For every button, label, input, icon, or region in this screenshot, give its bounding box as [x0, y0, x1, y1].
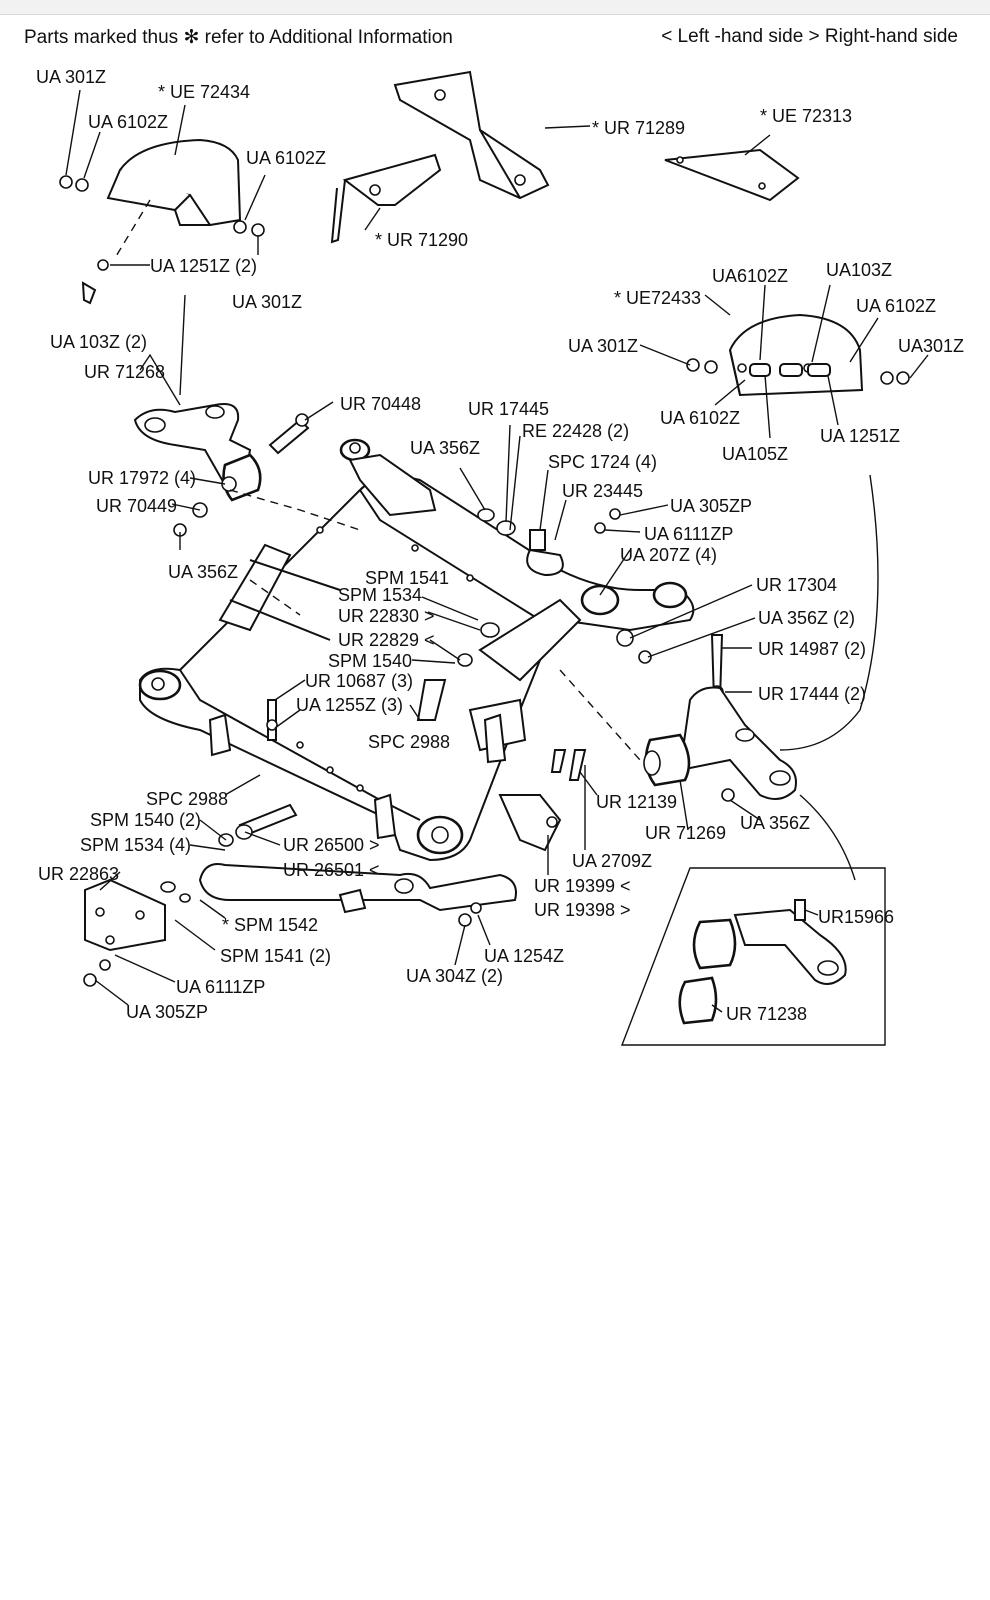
label-ua301z-1: UA 301Z: [36, 67, 106, 87]
label-ua6102z-5: UA 6102Z: [660, 408, 740, 428]
label-ua1251z-2: UA 1251Z (2): [150, 256, 257, 276]
label-ur71290: * UR 71290: [375, 230, 468, 250]
label-ua6111zp-2: UA 6111ZP: [176, 977, 265, 997]
label-ua105z: UA105Z: [722, 444, 788, 464]
inset-detail-box: [620, 867, 886, 1046]
cover-bracket-right: [686, 313, 910, 397]
label-ua6102z-3: UA6102Z: [712, 266, 788, 286]
lower-arm-right: [550, 686, 797, 802]
label-ur19399: UR 19399 <: [534, 876, 631, 896]
label-ua6102z-4: UA 6102Z: [856, 296, 936, 316]
label-ur71269: UR 71269: [645, 823, 726, 843]
label-ua1254z: UA 1254Z: [484, 946, 564, 966]
label-ur71238: UR 71238: [726, 1004, 807, 1024]
label-ua305zp-2: UA 305ZP: [126, 1002, 208, 1022]
label-ua1251z: UA 1251Z: [820, 426, 900, 446]
label-spm1534: SPM 1534: [338, 585, 422, 605]
label-ua103z: UA103Z: [826, 260, 892, 280]
label-ua1255z: UA 1255Z (3): [296, 695, 403, 715]
additional-info-note: Parts marked thus ✻ refer to Additional …: [24, 27, 453, 48]
label-ua356z-4: UA 356Z: [740, 813, 810, 833]
bracket-ur22863: [83, 878, 191, 987]
label-ur70449: UR 70449: [96, 496, 177, 516]
leader-lines: [65, 89, 929, 1013]
label-spm1534-4: SPM 1534 (4): [80, 835, 191, 855]
label-ua304z: UA 304Z (2): [406, 966, 503, 986]
label-ue72433: * UE72433: [614, 288, 701, 308]
label-ua2709z: UA 2709Z: [572, 851, 652, 871]
label-ur17444: UR 17444 (2): [758, 684, 866, 704]
label-spm1541: SPM 1541: [365, 568, 449, 588]
label-ua356z-3: UA 356Z (2): [758, 608, 855, 628]
label-ur22830: UR 22830 >: [338, 606, 435, 626]
label-spc1724: SPC 1724 (4): [548, 452, 657, 472]
top-bar: [0, 0, 990, 15]
label-ua207z: UA 207Z (4): [620, 545, 717, 565]
side-legend: < Left -hand side > Right-hand side: [661, 26, 958, 47]
parts-diagram: UA 301Z * UE 72434 UA 6102Z UA 6102Z UA …: [36, 67, 964, 1046]
label-spm1540: SPM 1540: [328, 651, 412, 671]
label-spm1541-2: SPM 1541 (2): [220, 946, 331, 966]
label-ua356z-1: UA 356Z: [410, 438, 480, 458]
bolt-ur70448: [268, 413, 310, 455]
label-ua301z-3: UA 301Z: [568, 336, 638, 356]
diagram-header: Parts marked thus ✻ refer to Additional …: [0, 26, 990, 52]
part-labels: UA 301Z * UE 72434 UA 6102Z UA 6102Z UA …: [36, 67, 964, 1024]
label-ur19398: UR 19398 >: [534, 900, 631, 920]
connector-arc-left: [179, 294, 186, 396]
label-ua6102z-1: UA 6102Z: [88, 112, 168, 132]
label-ur10687: UR 10687 (3): [305, 671, 413, 691]
label-ua356z-2: UA 356Z: [168, 562, 238, 582]
label-ua6111zp-1: UA 6111ZP: [644, 524, 733, 544]
label-spc2988-2: SPC 2988: [146, 789, 228, 809]
mount-bracket-centre: [330, 70, 550, 244]
label-ur17304: UR 17304: [756, 575, 837, 595]
label-ue72434: * UE 72434: [158, 82, 250, 102]
label-ur17972: UR 17972 (4): [88, 468, 196, 488]
label-ua301z-4: UA301Z: [898, 336, 964, 356]
label-ur71289: * UR 71289: [592, 118, 685, 138]
label-re22428: RE 22428 (2): [522, 421, 629, 441]
lower-tie-bar: [198, 794, 562, 927]
label-ur12139: UR 12139: [596, 792, 677, 812]
label-ur26501: UR 26501 <: [283, 860, 380, 880]
label-spc2988-1: SPC 2988: [368, 732, 450, 752]
upper-arm-left: [133, 403, 262, 537]
label-ur70448: UR 70448: [340, 394, 421, 414]
label-ur17445: UR 17445: [468, 399, 549, 419]
label-ur26500: UR 26500 >: [283, 835, 380, 855]
label-ua103z-2: UA 103Z (2): [50, 332, 147, 352]
label-spm1540-2: SPM 1540 (2): [90, 810, 201, 830]
label-ur22863: UR 22863: [38, 864, 119, 884]
plate-ue72313: [664, 148, 800, 202]
connector-arc-right: [779, 474, 879, 751]
label-ua301z-2: UA 301Z: [232, 292, 302, 312]
label-spm1542: * SPM 1542: [222, 915, 318, 935]
label-ur22829: UR 22829 <: [338, 630, 435, 650]
label-ua305zp-1: UA 305ZP: [670, 496, 752, 516]
label-ua6102z-2: UA 6102Z: [246, 148, 326, 168]
label-ur71268: UR 71268: [84, 362, 165, 382]
label-ur15966: UR15966: [818, 907, 894, 927]
label-ue72313: * UE 72313: [760, 106, 852, 126]
label-ur14987: UR 14987 (2): [758, 639, 866, 659]
cover-bracket-left: [59, 138, 265, 305]
label-ur23445: UR 23445: [562, 481, 643, 501]
